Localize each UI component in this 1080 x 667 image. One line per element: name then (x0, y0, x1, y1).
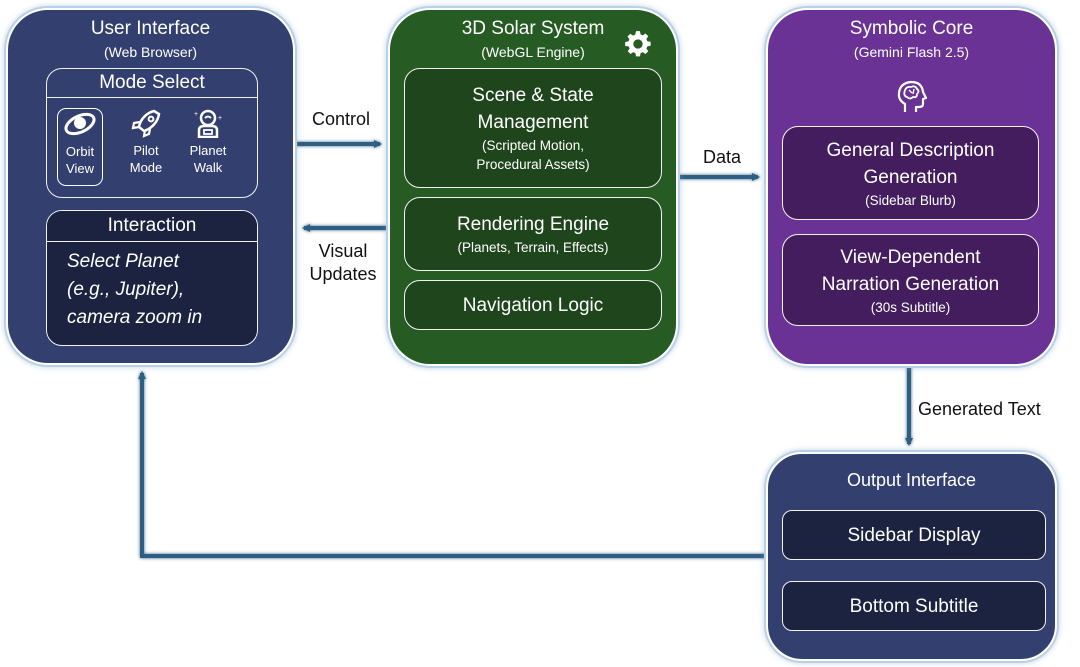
module-detail: (Scripted Motion, (481, 138, 585, 153)
user-interface-subtitle: (Web Browser) (103, 44, 198, 60)
module-title: Management (477, 112, 589, 133)
sidebar-display-item: Sidebar Display (782, 510, 1046, 560)
svg-text:+: + (194, 111, 198, 118)
module-title: Narration Generation (821, 273, 1000, 295)
module-detail: Procedural Assets) (476, 157, 590, 172)
symbolic-core-panel: Symbolic Core (Gemini Flash 2.5) General… (766, 8, 1057, 366)
rocket-icon (131, 109, 161, 138)
module-title: Scene & State (472, 85, 594, 106)
output-item-label: Bottom Subtitle (849, 595, 979, 617)
mode-label: Walk (193, 160, 223, 175)
planet-orbit-icon (64, 112, 96, 136)
solar-system-panel: 3D Solar System (WebGL Engine) Scene & S… (388, 8, 678, 366)
solar-system-subtitle: (WebGL Engine) (481, 44, 585, 60)
interaction-line: (e.g., Jupiter), (67, 279, 185, 300)
mode-label: Pilot (133, 143, 159, 158)
astronaut-icon: ++ (194, 109, 222, 139)
visual-updates-label-line: Updates (309, 264, 377, 284)
interaction-text: Select Planet (e.g., Jupiter), camera zo… (47, 242, 257, 332)
bottom-subtitle-item: Bottom Subtitle (782, 581, 1046, 631)
module-title: General Description (826, 139, 995, 161)
interaction-line: camera zoom in (67, 307, 203, 328)
module-detail: (Planets, Terrain, Effects) (457, 240, 609, 255)
mode-orbit-view[interactable]: Orbit View (57, 108, 103, 186)
generated-text-label: Generated Text (918, 399, 1041, 419)
module-detail: (30s Subtitle) (870, 299, 951, 315)
mode-pilot[interactable]: Pilot Mode (123, 108, 169, 186)
feedback-arrow (138, 371, 766, 558)
module-title: Generation (863, 166, 958, 188)
interaction-title: Interaction (47, 211, 257, 242)
mode-label: Orbit (65, 144, 95, 159)
interaction-panel: Interaction Select Planet (e.g., Jupiter… (46, 210, 258, 346)
mode-label: View (66, 161, 94, 176)
symbolic-core-subtitle: (Gemini Flash 2.5) (853, 44, 970, 60)
narration-module: View-Dependent Narration Generation (30s… (782, 234, 1039, 326)
svg-text:+: + (218, 115, 222, 122)
visual-updates-label: Visual Updates (298, 240, 388, 286)
module-title: Navigation Logic (462, 294, 604, 316)
general-description-module: General Description Generation (Sidebar … (782, 126, 1039, 220)
module-title: View-Dependent (840, 246, 981, 268)
module-detail: (Sidebar Blurb) (865, 192, 956, 208)
rendering-engine-module: Rendering Engine (Planets, Terrain, Effe… (404, 197, 662, 271)
symbolic-core-title: Symbolic Core (849, 18, 974, 39)
output-interface-panel: Output Interface Sidebar Display Bottom … (766, 452, 1057, 661)
mode-planet-walk[interactable]: ++ Planet Walk (185, 108, 231, 186)
user-interface-panel: User Interface (Web Browser) Mode Select… (6, 8, 295, 365)
visual-updates-label-line: Visual (318, 241, 368, 261)
output-item-label: Sidebar Display (847, 524, 981, 546)
mode-label: Mode (129, 160, 163, 175)
data-label: Data (702, 147, 742, 167)
mode-label: Planet (189, 143, 227, 158)
scene-state-module: Scene & State Management (Scripted Motio… (404, 68, 662, 188)
output-interface-title: Output Interface (846, 470, 977, 490)
interaction-line: Select Planet (67, 251, 179, 272)
mode-select-panel: Mode Select Orbit View Pilot Mode (46, 68, 258, 198)
mode-select-title: Mode Select (47, 69, 257, 98)
module-title: Rendering Engine (456, 214, 610, 235)
control-label: Control (311, 109, 371, 129)
solar-system-title: 3D Solar System (461, 18, 605, 39)
navigation-logic-module: Navigation Logic (404, 280, 662, 330)
gear-icon (625, 31, 651, 57)
brain-head-icon (897, 80, 928, 112)
user-interface-title: User Interface (90, 18, 211, 39)
